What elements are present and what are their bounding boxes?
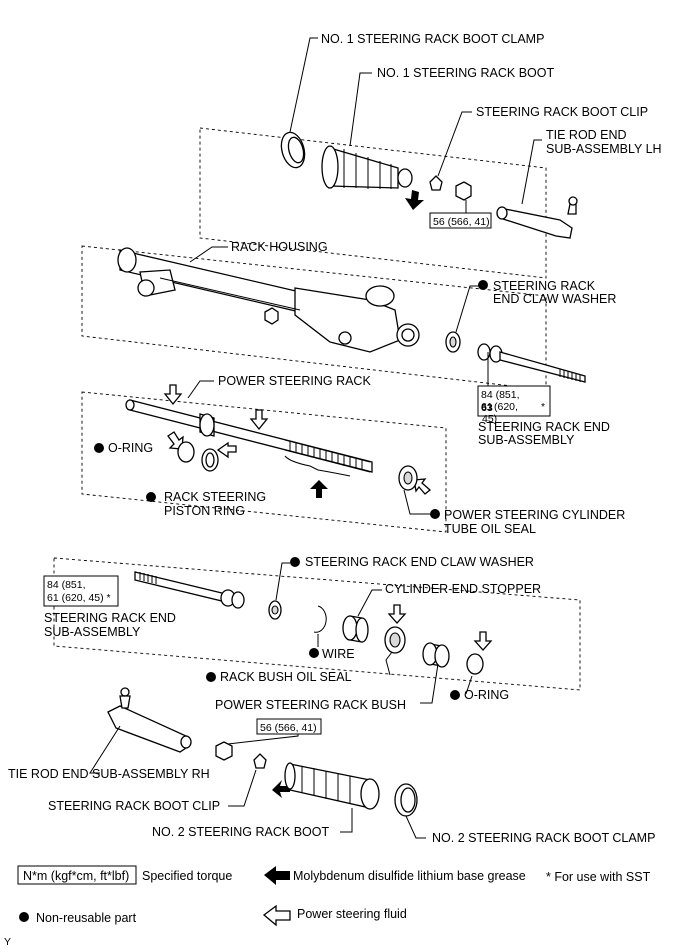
torque-rack-end-right-line1: 84 (851,: [481, 389, 520, 401]
label-boot-clip-bottom: STEERING RACK BOOT CLIP: [48, 799, 220, 813]
label-boot-clamp-2: NO. 2 STEERING RACK BOOT CLAMP: [432, 831, 655, 845]
label-claw-washer-lower: STEERING RACK END CLAW WASHER: [305, 555, 534, 569]
power-steering-rack-bush: [422, 642, 450, 668]
tie-rod-end-lh: [496, 196, 578, 239]
rack-end-left: [134, 571, 245, 609]
torque-lh-nut-text: 56 (566, 41): [433, 216, 490, 228]
no1-boot-clamp: [280, 131, 306, 169]
label-boot-clip-top: STEERING RACK BOOT CLIP: [476, 105, 648, 119]
boot-clip-bottom: [253, 753, 267, 769]
label-rack-end-left-1: STEERING RACK END: [44, 611, 176, 625]
label-claw-washer-right-2: END CLAW WASHER: [493, 292, 616, 306]
boot-clip-top: [429, 175, 443, 191]
label-piston-ring-2: PISTON RING: [164, 504, 245, 518]
cylinder-end-stopper: [342, 615, 369, 643]
torque-rack-end-left-line1: 84 (851,: [47, 579, 86, 591]
power-steering-rack: [125, 399, 373, 477]
rack-end-right: [477, 343, 586, 383]
o-ring-upper-part: [177, 441, 195, 463]
label-power-steering-rack: POWER STEERING RACK: [218, 374, 371, 388]
label-o-ring-upper: O-RING: [108, 441, 153, 455]
legend-specified-torque: Specified torque: [142, 869, 232, 883]
torque-rack-end-right-61: 61: [481, 401, 493, 413]
cylinder-tube-oil-seal: [398, 465, 418, 491]
tie-rod-end-rh: [107, 687, 192, 753]
label-wire: WIRE: [322, 647, 355, 661]
o-ring-lower-part: [466, 653, 484, 675]
legend-sst-note: * For use with SST: [546, 870, 651, 884]
torque-rack-end-right-63: 63: [481, 402, 493, 414]
group-outline-rack: [81, 391, 447, 533]
no1-steering-rack-boot: [321, 145, 413, 189]
legend-non-reusable: Non-reusable part: [36, 911, 137, 925]
no2-steering-rack-boot: [284, 762, 380, 810]
torque-rack-end-right-star: *: [541, 401, 545, 413]
label-rack-end-right-2: SUB-ASSEMBLY: [478, 433, 575, 447]
label-bush-oil-seal: RACK BUSH OIL SEAL: [220, 670, 352, 684]
legend-grease-arrow-icon: [264, 866, 290, 885]
label-rack-end-left-2: SUB-ASSEMBLY: [44, 625, 141, 639]
label-piston-ring-1: RACK STEERING: [164, 490, 266, 504]
torque-rack-end-left-line2: 61 (620, 45) *: [47, 592, 111, 604]
grease-arrow-boot2: [272, 780, 290, 798]
footer-code: Y: [4, 936, 11, 948]
torque-rack-end-right-620: (620,: [494, 401, 518, 413]
label-tie-rod-rh: TIE ROD END SUB-ASSEMBLY RH: [8, 767, 210, 781]
torque-box-rack-end-right: [477, 385, 551, 417]
legend-torque-unit: N*m (kgf*cm, ft*lbf): [23, 869, 129, 883]
legend-ps-fluid: Power steering fluid: [297, 907, 407, 921]
label-claw-washer-right-1: STEERING RACK: [493, 279, 596, 293]
label-boot-2: NO. 2 STEERING RACK BOOT: [152, 825, 329, 839]
claw-washer-right: [445, 331, 461, 353]
rack-bush-oil-seal: [384, 626, 406, 654]
torque-rack-end-right-45: 45): [482, 413, 497, 425]
legend-torque-box: [17, 865, 137, 885]
legend: N*m (kgf*cm, ft*lbf) Specified torque Mo…: [17, 865, 651, 927]
wire-part: [313, 605, 327, 633]
grease-arrow-boot1: [405, 190, 424, 210]
no2-boot-clamp: [394, 783, 418, 817]
label-rack-housing: RACK HOUSING: [231, 240, 328, 254]
non-reusable-dots: [19, 280, 488, 922]
label-cyl-end-stopper: CYLINDER END STOPPER: [385, 582, 541, 596]
torque-rh-nut-text: 56 (566, 41): [260, 722, 317, 734]
legend-moly-grease: Molybdenum disulfide lithium base grease: [293, 869, 526, 883]
label-o-ring-lower: O-RING: [464, 688, 509, 702]
label-boot-1: NO. 1 STEERING RACK BOOT: [377, 66, 554, 80]
label-tie-rod-lh-2: SUB-ASSEMBLY LH: [546, 142, 662, 156]
label-boot-clamp-1: NO. 1 STEERING RACK BOOT CLAMP: [321, 32, 544, 46]
grease-arrow-rack: [310, 480, 328, 498]
legend-fluid-arrow-icon: [262, 904, 291, 927]
label-cyl-oil-seal-2: TUBE OIL SEAL: [444, 522, 536, 536]
label-rack-end-right-1: STEERING RACK END: [478, 420, 610, 434]
torque-box-rh-nut: [256, 718, 322, 735]
tie-rod-rh-nut: [215, 741, 233, 761]
leader-lines: [89, 37, 542, 839]
label-tie-rod-lh-1: TIE ROD END: [546, 128, 627, 142]
torque-box-lh-nut: [429, 212, 492, 229]
tie-rod-lh-nut: [455, 181, 472, 201]
group-outline-boot-lh: [199, 127, 547, 279]
label-rack-bush: POWER STEERING RACK BUSH: [215, 698, 406, 712]
torque-box-rack-end-left: [43, 575, 119, 607]
rack-housing: [117, 247, 420, 353]
label-cyl-oil-seal-1: POWER STEERING CYLINDER: [444, 508, 625, 522]
